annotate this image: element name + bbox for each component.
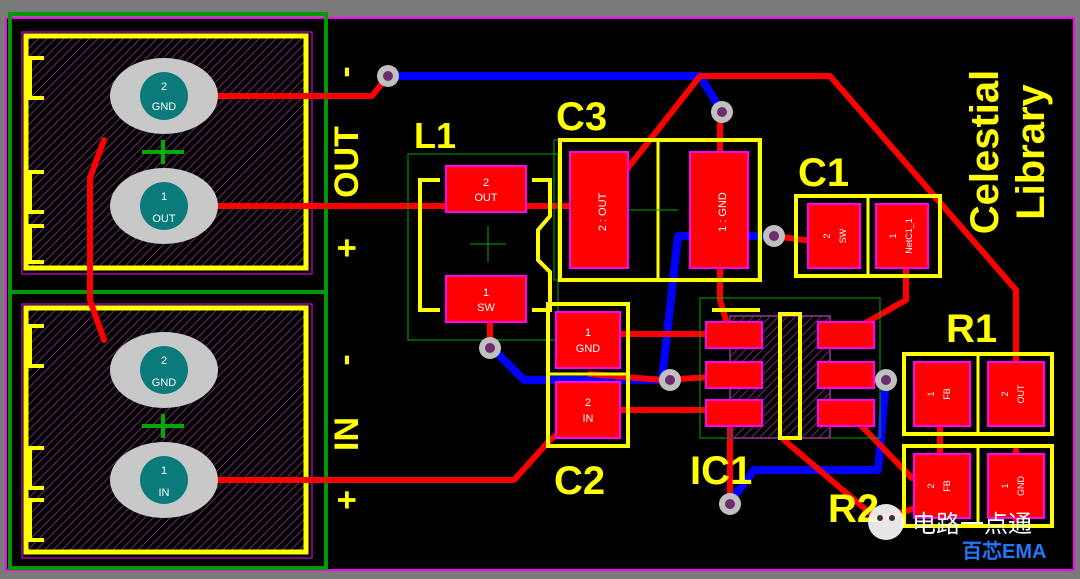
watermark-line1: 电路一点通 <box>912 511 1032 538</box>
c1-pad2-net: SW <box>838 228 848 243</box>
r1-pad2: 2 OUT <box>987 361 1045 427</box>
l1-pad1-num: 1 <box>483 287 489 299</box>
l1-designator: L1 <box>414 115 456 156</box>
l1-pad2-num: 2 <box>483 177 489 189</box>
c2-designator: C2 <box>554 459 605 503</box>
r1-pad1-net: FB <box>942 388 952 400</box>
l1-pad2: 2 OUT <box>445 165 527 213</box>
c3-pad2-label: 2 : OUT <box>597 192 609 231</box>
r1-pad1: 1 FB <box>913 361 971 427</box>
out-connector-pin1: 1 OUT <box>110 168 218 244</box>
c1-pad1-net: NetC1_1 <box>904 218 914 254</box>
out-pin1-net: OUT <box>152 213 176 225</box>
in-connector-keepout <box>8 290 328 570</box>
r1-pad2-net: OUT <box>1016 384 1026 404</box>
c2-pad1-net: GND <box>576 343 601 355</box>
out-minus-label: - <box>326 66 364 77</box>
r2-pad1: 1 GND <box>987 453 1045 519</box>
c3-designator: C3 <box>556 95 607 139</box>
out-pin1-num: 1 <box>161 191 167 203</box>
out-plus-label: + <box>328 238 366 258</box>
wechat-icon <box>868 504 904 540</box>
c1-pad1: 1 NetC1_1 <box>875 203 929 269</box>
in-pin2-num: 2 <box>161 355 167 367</box>
c1-pad2-num: 2 <box>822 233 832 238</box>
c2-pad1-num: 1 <box>585 327 591 339</box>
c1-pad2: 2 SW <box>807 203 861 269</box>
c2-pad1: 1 GND <box>555 311 621 369</box>
r2-pad1-net: GND <box>1016 476 1026 497</box>
out-pin2-net: GND <box>152 101 177 113</box>
watermark-line2: 百芯EMA <box>962 539 1046 563</box>
r2-pad2-net: FB <box>942 480 952 492</box>
out-connector-pin2: 2 GND <box>110 58 218 134</box>
r2-pad1-num: 1 <box>1000 483 1010 488</box>
c3-pad1: 1 : GND <box>689 151 749 269</box>
l1-pad1-net: SW <box>477 302 495 314</box>
c3-pad1-label: 1 : GND <box>717 192 729 232</box>
c1-pad1-num: 1 <box>888 233 898 238</box>
in-connector-pin2: 2 GND <box>110 332 218 408</box>
in-minus-label: - <box>326 354 364 365</box>
l1-pad2-net: OUT <box>474 192 498 204</box>
r2-pad2: 2 FB <box>913 453 971 519</box>
out-connector-label: OUT <box>328 126 366 198</box>
l1-pad1: 1 SW <box>445 275 527 323</box>
in-pin1-num: 1 <box>161 465 167 477</box>
in-pin2-net: GND <box>152 377 177 389</box>
brand-line2: Library <box>1009 83 1053 219</box>
c2-pad2-num: 2 <box>585 397 591 409</box>
r2-pad2-num: 2 <box>926 483 936 488</box>
c2-pad2-net: IN <box>583 413 594 425</box>
out-pin2-num: 2 <box>161 81 167 93</box>
ic1-designator: IC1 <box>690 449 752 493</box>
brand-line1: Celestial <box>963 70 1007 235</box>
r1-pad1-num: 1 <box>926 391 936 396</box>
in-plus-label: + <box>328 490 366 510</box>
c1-designator: C1 <box>798 151 849 195</box>
in-connector-pin1: 1 IN <box>110 442 218 518</box>
vias <box>377 65 897 515</box>
ic1-footprint <box>705 308 875 440</box>
watermark: 电路一点通 百芯EMA <box>868 504 1046 563</box>
in-pin1-net: IN <box>159 487 170 499</box>
c2-pad2: 2 IN <box>555 381 621 439</box>
r1-pad2-num: 2 <box>1000 391 1010 396</box>
r1-designator: R1 <box>946 307 997 351</box>
in-connector-label: IN <box>328 417 366 451</box>
c3-pad2: 2 : OUT <box>569 151 629 269</box>
